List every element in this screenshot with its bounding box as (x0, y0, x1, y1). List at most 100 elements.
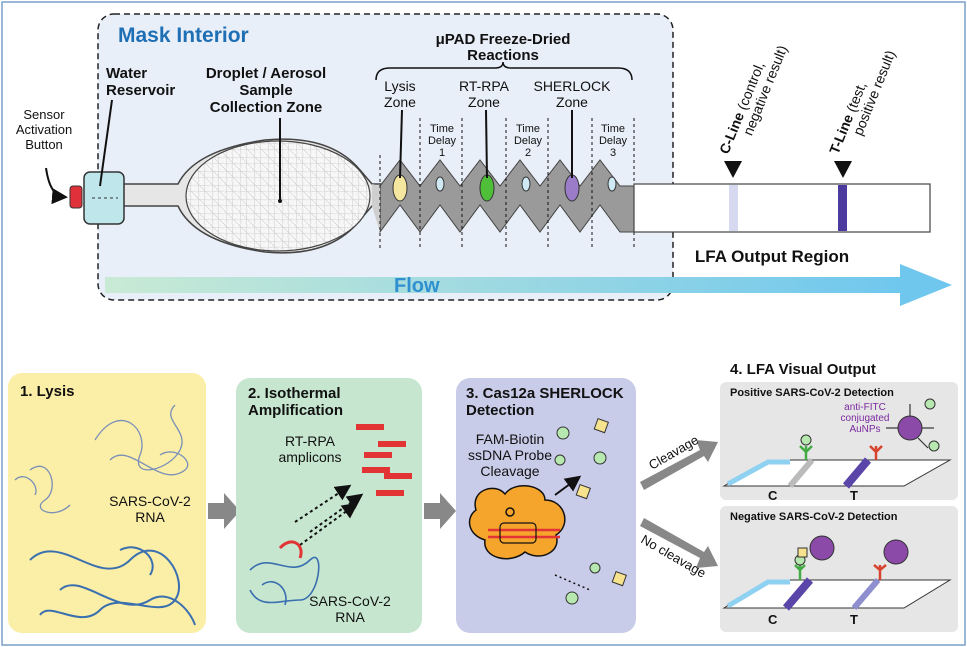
positive-fitc (924, 398, 936, 410)
c-line-marker (724, 161, 742, 178)
positive-c-fragment (800, 434, 812, 446)
amplification-panel-bg (236, 378, 422, 633)
amplification-panel: 2. Isothermal Amplification RT-RPA ampli… (236, 378, 422, 633)
sherlock-zone-label-1: SHERLOCK (533, 78, 611, 94)
sherlock-zone-label-2: Zone (556, 94, 588, 110)
delay-1-label-2: Delay (428, 135, 457, 147)
positive-title: Positive SARS-CoV-2 Detection (730, 387, 894, 399)
rt-rpa-zone-label-1: RT-RPA (459, 78, 510, 94)
button-icon (69, 185, 83, 209)
negative-t-line (851, 578, 881, 610)
amp-amplicons-label-1: RT-RPA (285, 433, 336, 449)
t-line-marker (834, 161, 852, 178)
au-label-3: AuNPs (849, 424, 880, 435)
probe-fragments (554, 417, 627, 605)
rt-rpa-leader (485, 109, 488, 179)
t-line (838, 185, 847, 231)
intact-probe-link (554, 574, 591, 591)
positive-c-line (787, 458, 815, 488)
probe-label-2: ssDNA Probe (468, 447, 552, 463)
positive-antibodies (886, 404, 934, 449)
amp-primer (278, 540, 303, 559)
lfa-output-title: 4. LFA Visual Output (730, 361, 876, 378)
upad-bracket (375, 61, 633, 81)
negative-box (720, 506, 958, 632)
positive-c-capture (799, 445, 813, 460)
delay-3-label-2: Delay (599, 135, 628, 147)
droplet-label-1: Droplet / Aerosol (206, 65, 326, 82)
lysis-zone-label-2: Zone (384, 94, 416, 110)
top-device-section: Mask Interior Flow (16, 13, 952, 306)
delay-1-dot (435, 176, 445, 192)
probe-label-3: Cleavage (480, 463, 539, 479)
upad-title-2: Reactions (467, 47, 539, 64)
strip-junction (372, 184, 380, 232)
sensor-label-3: Button (25, 137, 63, 152)
lysis-zone-label-1: Lysis (384, 78, 415, 94)
nanoparticle-icon (809, 535, 835, 561)
amp-rna-strands (249, 556, 320, 606)
c-line-label: C-Line (control, negative result) (716, 43, 790, 156)
au-label-1: anti-FITC (844, 402, 886, 413)
lysis-rna-label-2: RNA (135, 509, 165, 525)
negative-biotin (797, 547, 808, 558)
au-label-2: conjugated (841, 413, 890, 424)
lysis-rna-label-1: SARS-CoV-2 (109, 493, 191, 509)
delay-1-label-1: Time (430, 123, 454, 135)
water-leader (99, 99, 113, 187)
sherlock-title-1: 3. Cas12a SHERLOCK (466, 385, 624, 402)
cas12a-enzyme (468, 485, 566, 560)
delay-3-label-1: Time (601, 123, 625, 135)
flow-label: Flow (394, 275, 440, 297)
negative-c-label: C (768, 612, 778, 627)
mask-interior-box (97, 13, 674, 301)
lfa-output-panel: 4. LFA Visual Output Positive SARS-CoV-2… (720, 361, 958, 632)
crrna-loop (505, 507, 515, 517)
cleavage-arrow (640, 440, 718, 490)
delay-1-label-3: 1 (439, 147, 445, 159)
mask-title: Mask Interior (118, 24, 249, 47)
negative-flow (726, 579, 790, 609)
negative-t-capture (873, 564, 887, 580)
droplet-leader-dot (278, 199, 282, 203)
sensor-label-1: Sensor (23, 107, 65, 122)
amplicon-bars (356, 424, 412, 496)
water-label-2: Reservoir (106, 82, 175, 99)
collection-zone (185, 140, 371, 252)
delay-3-label-3: 3 (610, 147, 616, 159)
amp-dotted-arrows (294, 484, 364, 546)
positive-t-label: T (850, 488, 858, 503)
sensor-label-2: Activation (16, 122, 72, 137)
delay-2-dot (521, 176, 531, 192)
amp-title-2: Amplification (248, 402, 343, 419)
nanoparticle-icon (897, 415, 923, 441)
nanoparticle-icon (883, 539, 909, 565)
lysis-zone-dot (392, 174, 408, 202)
cleave-arrow (554, 475, 582, 496)
positive-flow (726, 459, 790, 487)
t-line-title: T-Line (826, 112, 856, 156)
positive-fitc-2 (928, 440, 940, 452)
negative-c-line (782, 577, 814, 611)
delay-3-dot (607, 176, 617, 192)
lfa-strip (633, 183, 931, 233)
amp-amplicons-label-2: amplicons (278, 449, 341, 465)
t-line-label: T-Line (test, positive result) (826, 48, 898, 156)
sensor-arrow (45, 167, 68, 205)
lysis-panel: 1. Lysis SARS-CoV-2 RNA (8, 373, 206, 633)
amp-title-1: 2. Isothermal (248, 385, 341, 402)
lysis-rna-strands-upper (14, 404, 189, 514)
no-cleavage-arrow (640, 518, 718, 568)
sherlock-panel: 3. Cas12a SHERLOCK Detection FAM-Biotin … (456, 378, 636, 633)
arrow-right-icon (900, 264, 952, 306)
arrow-right-icon (424, 493, 456, 529)
amp-rna-label-1: SARS-CoV-2 (309, 593, 391, 609)
flow-arrow-body (105, 277, 905, 293)
lysis-panel-bg (8, 373, 206, 633)
amp-rna-label-2: RNA (335, 609, 365, 625)
positive-t-capture (869, 445, 883, 460)
cas12a-complex (499, 522, 537, 544)
